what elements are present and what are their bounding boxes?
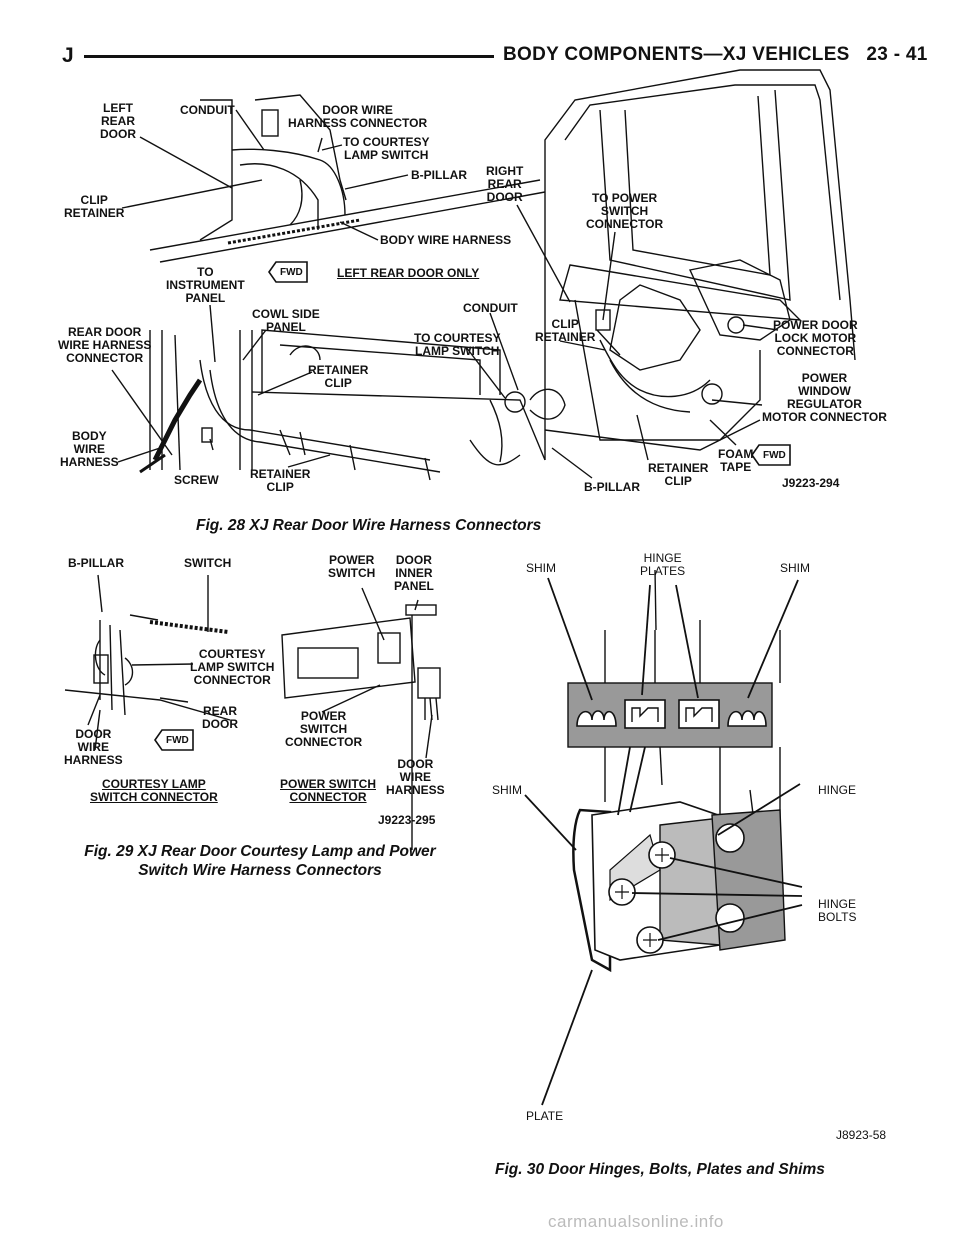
label-power-switch-connector: POWER SWITCH CONNECTOR — [285, 709, 363, 749]
fwd-badge-3: FWD — [166, 735, 189, 746]
label-door-wire-harness-right: DOOR WIRE HARNESS — [386, 757, 445, 797]
label-power-window-regulator-motor-connector: POWER WINDOW REGULATOR MOTOR CONNECTOR — [762, 371, 887, 424]
label-b-pillar: B-PILLAR — [68, 556, 124, 570]
fwd-badge-2: FWD — [763, 450, 786, 461]
figure-28: LEFT REAR DOOR CONDUIT DOOR WIRE HARNESS… — [0, 0, 960, 540]
label-b-pillar-bottom: B-PILLAR — [584, 480, 640, 494]
figure-30-code: J8923-58 — [836, 1128, 887, 1142]
label-door-inner-panel: DOOR INNER PANEL — [394, 553, 434, 593]
figure-30: SHIM HINGE PLATES SHIM SHIM HINGE HINGE … — [480, 540, 960, 1123]
header-section-letter: J — [62, 44, 74, 67]
label-clip-retainer-right: CLIP RETAINER — [535, 317, 596, 344]
label-power-switch: POWER SWITCH — [328, 553, 376, 580]
label-switch: SWITCH — [184, 556, 232, 570]
figure-29: B-PILLAR SWITCH POWER SWITCH DOOR INNER … — [0, 540, 480, 890]
figure-29-code: J9223-295 — [378, 813, 436, 827]
label-left-rear-door-only: LEFT REAR DOOR ONLY — [337, 266, 480, 280]
label-hinge-plates: HINGE PLATES — [640, 551, 686, 578]
label-right-rear-door: RIGHT REAR DOOR — [486, 164, 524, 204]
label-to-courtesy-lamp-switch-top: TO COURTESY LAMP SWITCH — [343, 135, 430, 162]
label-retainer-clip-right: RETAINER CLIP — [648, 461, 709, 488]
label-power-switch-connector-title: POWER SWITCH CONNECTOR — [280, 777, 376, 804]
label-rear-door: REAR DOOR — [202, 704, 238, 731]
label-shim-right: SHIM — [780, 561, 810, 575]
label-body-wire-harness-bottom: BODY WIRE HARNESS — [60, 429, 119, 469]
label-b-pillar-top: B-PILLAR — [411, 168, 467, 182]
figure-28-drawing — [111, 69, 856, 481]
label-conduit-mid: CONDUIT — [463, 301, 518, 315]
figure-29-caption: Fig. 29 XJ Rear Door Courtesy Lamp and P… — [84, 843, 436, 879]
label-cowl-side-panel: COWL SIDE PANEL — [252, 307, 320, 334]
label-courtesy-lamp-switch-connector-title: COURTESY LAMP SWITCH CONNECTOR — [90, 777, 218, 804]
figure-28-code: J9223-294 — [782, 476, 840, 490]
label-clip-retainer-left: CLIP RETAINER — [64, 193, 125, 220]
figure-28-caption: Fig. 28 XJ Rear Door Wire Harness Connec… — [196, 517, 542, 534]
label-retainer-clip-mid: RETAINER CLIP — [308, 363, 369, 390]
header-title: BODY COMPONENTS—XJ VEHICLES 23 - 41 — [503, 44, 928, 66]
label-door-wire-harness-connector: DOOR WIRE HARNESS CONNECTOR — [288, 103, 428, 130]
label-plate: PLATE — [526, 1109, 564, 1123]
figure-29-drawing — [64, 574, 441, 850]
label-hinge-bolts: HINGE BOLTS — [818, 897, 857, 924]
label-to-instrument-panel: TO INSTRUMENT PANEL — [166, 265, 245, 305]
header-title-text: BODY COMPONENTS—XJ VEHICLES — [503, 44, 850, 65]
fwd-badge-1: FWD — [280, 267, 303, 278]
label-rear-door-wire-harness-connector: REAR DOOR WIRE HARNESS CONNECTOR — [58, 325, 152, 365]
header-rule — [84, 55, 494, 58]
label-to-courtesy-lamp-switch-mid: TO COURTESY LAMP SWITCH — [414, 331, 501, 358]
label-retainer-clip-bottom: RETAINER CLIP — [250, 467, 311, 494]
label-shim-left: SHIM — [526, 561, 556, 575]
label-shim-mid: SHIM — [492, 783, 522, 797]
label-door-wire-harness-left: DOOR WIRE HARNESS — [64, 727, 123, 767]
figure-30-caption: Fig. 30 Door Hinges, Bolts, Plates and S… — [495, 1161, 825, 1178]
label-left-rear-door: LEFT REAR DOOR — [100, 101, 136, 141]
label-body-wire-harness-top: BODY WIRE HARNESS — [380, 233, 512, 247]
label-conduit-top: CONDUIT — [180, 103, 235, 117]
label-foam-tape: FOAM TAPE — [718, 447, 754, 474]
label-screw: SCREW — [174, 473, 219, 487]
label-hinge: HINGE — [818, 783, 857, 797]
page-number: 23 - 41 — [866, 44, 928, 65]
label-power-door-lock-motor-connector: POWER DOOR LOCK MOTOR CONNECTOR — [773, 318, 858, 358]
label-to-power-switch-connector: TO POWER SWITCH CONNECTOR — [586, 191, 664, 231]
watermark: carmanualsonline.info — [548, 1212, 724, 1231]
figure-30-drawing — [524, 569, 803, 1106]
label-courtesy-lamp-switch-connector: COURTESY LAMP SWITCH CONNECTOR — [190, 647, 275, 687]
